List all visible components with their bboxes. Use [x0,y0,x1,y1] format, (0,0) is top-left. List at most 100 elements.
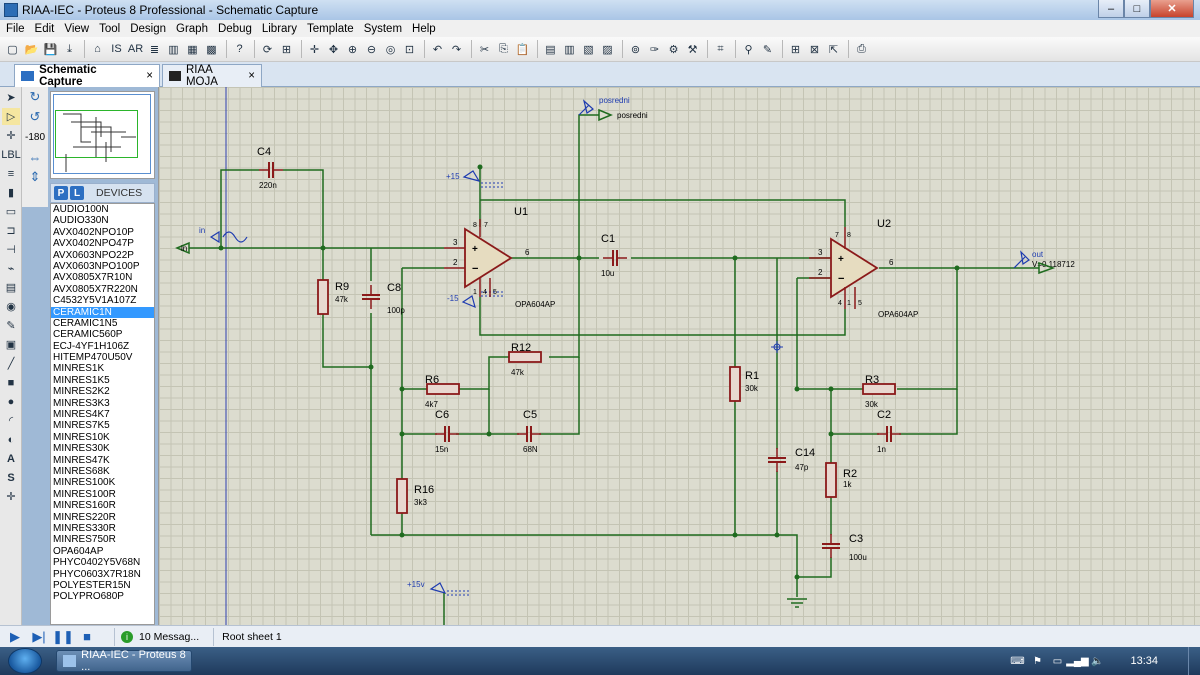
tape-recorder-icon[interactable]: ▤ [5,282,17,294]
netlist-icon[interactable]: ⎙ [857,42,866,55]
cut-icon[interactable]: ✂ [479,43,490,56]
pick-devices-button[interactable]: P [54,186,68,200]
device-pin-icon[interactable]: ⊣ [6,244,16,256]
schematic[interactable]: in in posredni posredni out V=0.118712 +… [159,87,1200,625]
minimize-button[interactable]: – [1098,0,1124,18]
device-list-item[interactable]: MINRES160R [53,500,116,512]
mirror-vertical-icon[interactable]: ⇕ [29,169,41,184]
path-2d-icon[interactable]: ◐ [7,433,15,446]
action-center-icon[interactable]: ⚑ [1032,655,1042,667]
messages-indicator[interactable]: i 10 Messag... [114,627,199,646]
network-icon[interactable]: ▂▄▆ [1066,655,1089,667]
pick-device-icon[interactable]: ⊚ [630,43,641,56]
generator-icon[interactable]: ◉ [6,301,16,313]
arc-2d-icon[interactable]: ◜ [8,415,14,427]
device-list-item[interactable]: MINRES3K3 [53,397,110,409]
bom-icon[interactable]: ≣ [149,43,160,56]
menu-graph[interactable]: Graph [176,22,208,35]
device-list-item[interactable]: MINRES30K [53,443,110,455]
input-generator[interactable]: in in [175,226,248,255]
device-list-item[interactable]: AVX0603NPO100P [53,260,140,272]
refresh-icon[interactable]: ⟳ [262,43,273,56]
text-2d-icon[interactable]: A [7,452,15,465]
import-icon[interactable]: ⤓ [67,42,72,55]
device-list-item[interactable]: MINRES100K [53,477,116,489]
tab-riaa-moja[interactable]: RIAA MOJA × [162,64,262,88]
tab-close-icon[interactable]: × [248,70,255,82]
tab-schematic-capture[interactable]: Schematic Capture × [14,64,160,88]
wire-label-icon[interactable]: LBL [1,148,21,161]
device-list-item[interactable]: ECJ-4YF1H106Z [53,340,130,352]
make-device-icon[interactable]: ✑ [649,43,660,56]
zoom-area-icon[interactable]: ⊡ [404,43,415,56]
maximize-button[interactable]: □ [1124,0,1150,18]
monitor-icon[interactable]: ▭ [1052,655,1063,667]
device-list-item[interactable]: AUDIO100N [53,204,109,215]
remove-sheet-icon[interactable]: ⊠ [809,43,820,56]
device-list-item[interactable]: MINRES1K5 [53,374,110,386]
volume-icon[interactable]: 🔈 [1091,655,1104,667]
device-list-item[interactable]: HITEMP470U50V [53,352,133,364]
device-list-item[interactable]: OPA604AP [53,545,104,557]
menu-view[interactable]: View [64,22,90,35]
device-list-item[interactable]: POLYESTER15N [53,579,131,591]
menu-system[interactable]: System [363,22,403,35]
menu-template[interactable]: Template [307,22,354,35]
device-list-item[interactable]: MINRES330R [53,522,116,534]
gerber-icon[interactable]: ▩ [206,43,217,56]
zoom-all-icon[interactable]: ◎ [385,43,396,56]
save-icon[interactable]: 💾 [43,43,58,56]
library-manager-button[interactable]: L [70,186,84,200]
origin-icon[interactable]: ✛ [309,43,320,56]
virtual-instrument-icon[interactable]: ▣ [5,339,17,351]
isis-icon[interactable]: IS [111,43,122,55]
block-rotate-icon[interactable]: ▧ [583,43,594,56]
menu-edit[interactable]: Edit [34,22,55,35]
step-icon[interactable]: ▶| [32,628,46,644]
device-list-item[interactable]: MINRES10K [53,431,110,443]
bus-icon[interactable]: ▮ [7,187,15,199]
subcircuit-icon[interactable]: ▭ [5,206,17,218]
tab-close-icon[interactable]: × [146,70,153,82]
device-list-item[interactable]: MINRES220R [53,511,116,523]
ares-icon[interactable]: AR [127,43,144,55]
play-icon[interactable]: ▶ [10,628,20,644]
home-icon[interactable]: ⌂ [94,43,101,55]
device-list-item[interactable]: C4532Y5V1A107Z [53,295,137,307]
schematic-canvas[interactable]: in in posredni posredni out V=0.118712 +… [158,87,1200,625]
language-icon[interactable]: ⌨ [1010,655,1025,667]
voltage-probe-icon[interactable]: ✎ [6,320,16,332]
device-list-item[interactable]: PHYC0402Y5V68N [53,557,141,569]
property-tool-icon[interactable]: ✎ [762,43,773,56]
help-icon[interactable]: ? [236,43,243,55]
zoom-out-icon[interactable]: ⊖ [366,43,377,56]
out-probe[interactable]: out V=0.118712 [1013,250,1075,275]
device-list-item[interactable]: MINRES100R [53,488,116,500]
open-icon[interactable]: 📂 [24,43,39,56]
device-list-item[interactable]: AUDIO330N [53,215,109,227]
pause-icon[interactable]: ❚❚ [52,628,74,644]
overview-window[interactable] [50,91,155,179]
device-list-item[interactable]: POLYPRO680P [53,591,124,603]
menu-file[interactable]: File [6,22,25,35]
grid-icon[interactable]: ⊞ [281,43,292,56]
pan-icon[interactable]: ✥ [328,43,339,56]
graph-mode-icon[interactable]: ⌁ [7,263,15,275]
text-script-icon[interactable]: ≡ [7,167,15,180]
search-tag-icon[interactable]: ⚲ [744,43,753,56]
new-sheet-icon[interactable]: ⊞ [790,43,801,56]
device-list-item[interactable]: CERAMIC1N [51,306,154,318]
zoom-in-icon[interactable]: ⊕ [347,43,358,56]
